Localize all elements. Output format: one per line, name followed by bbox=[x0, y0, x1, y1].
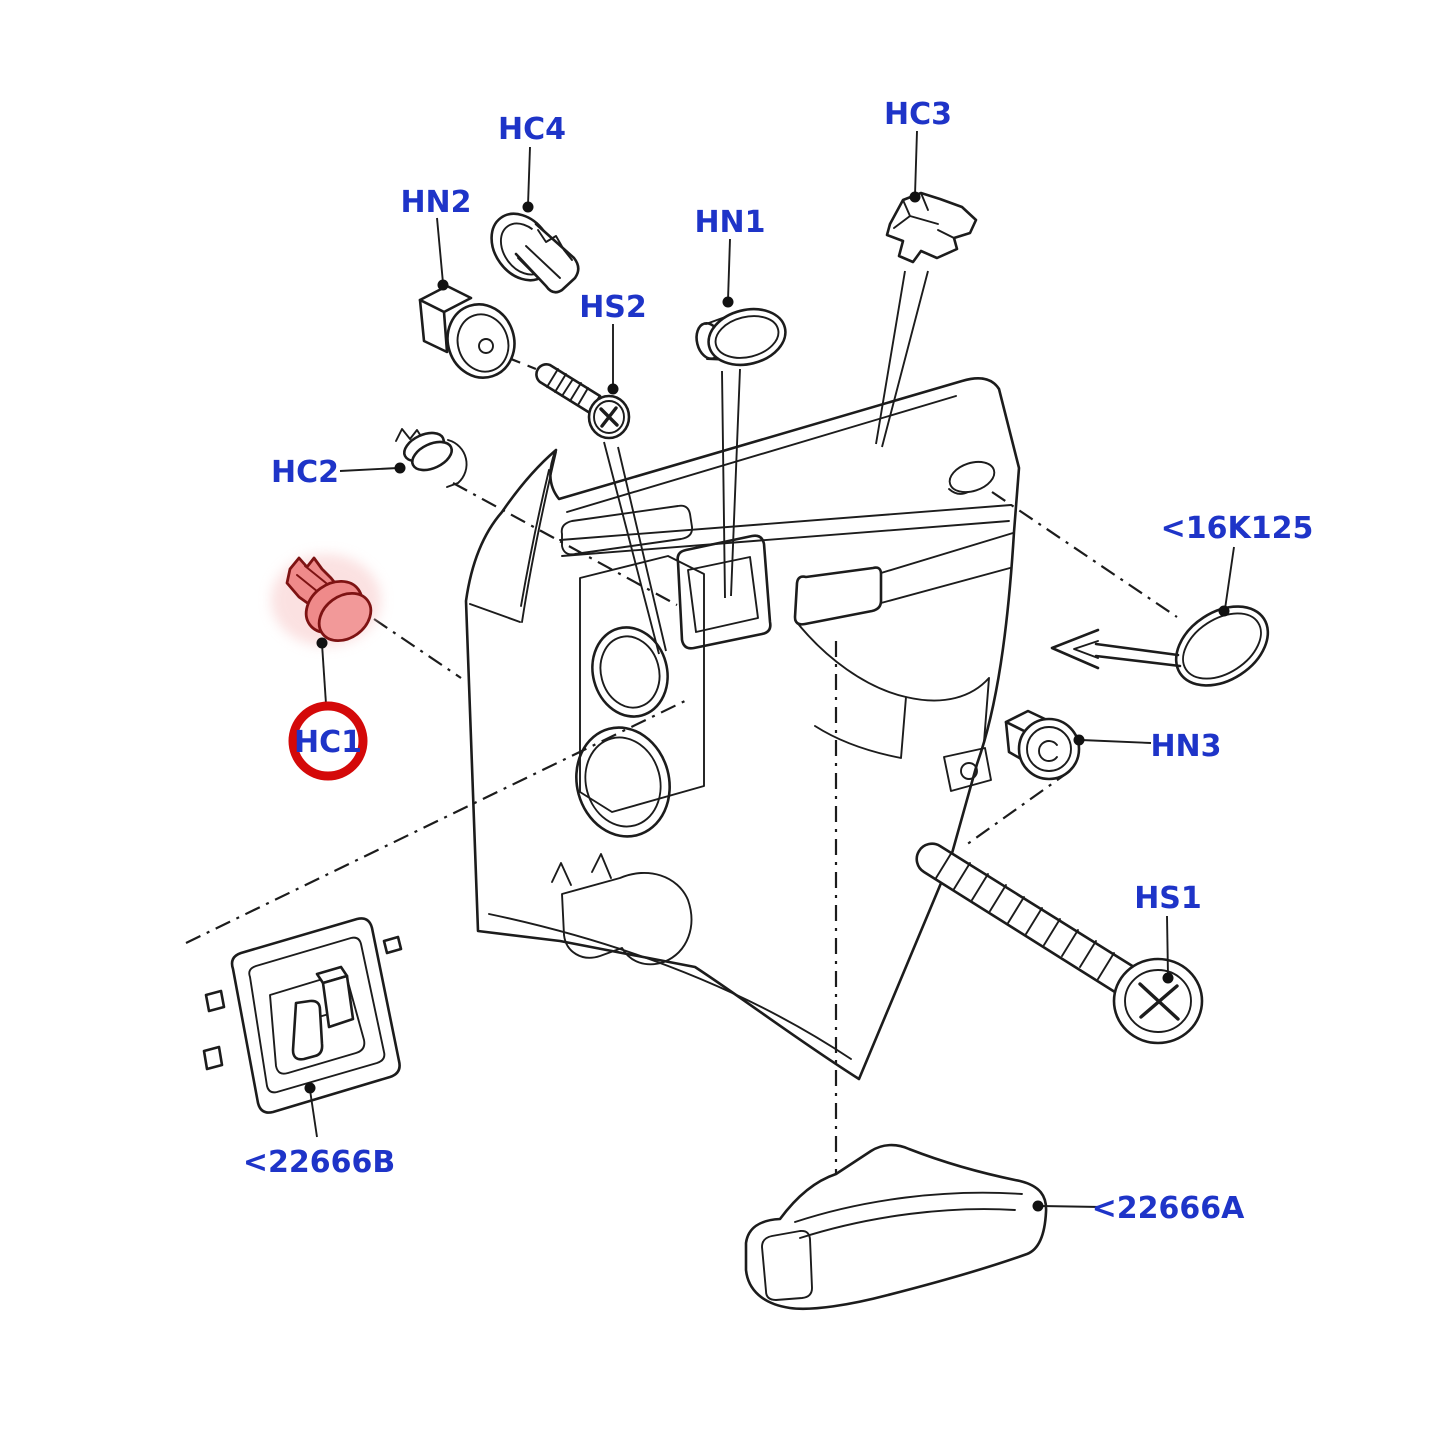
top-slot bbox=[560, 504, 693, 556]
belt-trim-lines bbox=[559, 504, 1012, 557]
keyhole bbox=[948, 460, 996, 494]
pointer-lines bbox=[603, 270, 929, 655]
hc1-highlight-circle[interactable] bbox=[288, 701, 368, 781]
leader-lines bbox=[304, 130, 1235, 1212]
pull-cup bbox=[793, 566, 883, 626]
part-22666a-drawing bbox=[744, 1143, 1048, 1311]
armrest-area bbox=[794, 619, 990, 759]
direction-arrow-icon bbox=[1050, 628, 1100, 670]
part-hc2-drawing bbox=[395, 428, 468, 488]
label-22666a[interactable]: <22666A bbox=[1092, 1191, 1246, 1226]
part-labels: HC4 HN2 HS2 HN1 HC3 HC2 HC1 <16K125 HN3 … bbox=[243, 97, 1314, 1226]
door-trim-panel-drawing bbox=[464, 377, 1021, 1081]
pocket-bottom bbox=[488, 913, 852, 1060]
label-hc1[interactable]: HC1 bbox=[294, 725, 362, 760]
part-hc3-drawing bbox=[885, 191, 978, 264]
part-16k125-drawing bbox=[1050, 605, 1270, 687]
label-hc4[interactable]: HC4 bbox=[498, 112, 566, 147]
part-hn3-drawing bbox=[1004, 709, 1081, 781]
handle-opening bbox=[676, 534, 772, 650]
label-hn3[interactable]: HN3 bbox=[1150, 729, 1221, 764]
label-hn1[interactable]: HN1 bbox=[694, 205, 765, 240]
label-hs2[interactable]: HS2 bbox=[579, 290, 647, 325]
label-16k125[interactable]: <16K125 bbox=[1161, 511, 1314, 546]
part-hs1-drawing bbox=[915, 842, 1204, 1045]
window-pillar bbox=[521, 451, 557, 623]
part-hc4-drawing bbox=[490, 212, 580, 294]
part-hn1-drawing bbox=[695, 307, 787, 367]
label-hc2[interactable]: HC2 bbox=[271, 455, 339, 490]
speaker-hole-upper bbox=[591, 626, 669, 718]
pocket-cup bbox=[561, 871, 693, 966]
speaker-plate bbox=[579, 555, 705, 813]
label-hc3[interactable]: HC3 bbox=[884, 97, 952, 132]
label-hs1[interactable]: HS1 bbox=[1134, 881, 1202, 916]
screw-bracket bbox=[943, 747, 992, 792]
part-22666b-drawing bbox=[202, 917, 403, 1114]
label-22666b[interactable]: <22666B bbox=[243, 1145, 395, 1180]
part-hc1-drawing-highlighted[interactable] bbox=[271, 554, 381, 650]
speaker-hole-lower bbox=[575, 726, 671, 838]
label-hn2[interactable]: HN2 bbox=[400, 185, 471, 220]
part-hn2-drawing bbox=[418, 284, 516, 379]
part-hs2-drawing bbox=[535, 363, 631, 440]
